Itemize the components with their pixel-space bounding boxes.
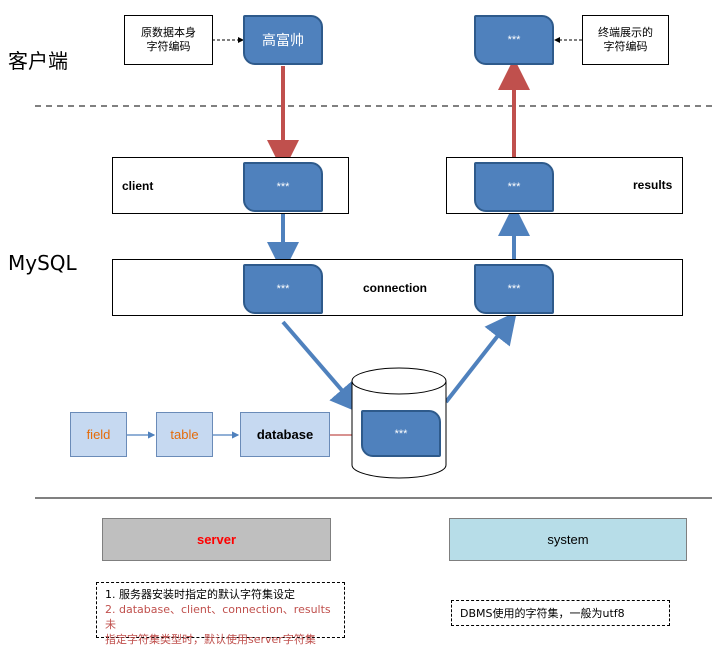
results-label: results (633, 178, 673, 192)
system-footnote-text: DBMS使用的字符集，一般为utf8 (460, 606, 625, 620)
connection-panel: connection (112, 259, 683, 316)
display-encoding-note: 终端展示的 字符编码 (582, 15, 669, 65)
display-encoding-note-line1: 终端展示的 (598, 26, 653, 39)
table-box: table (156, 412, 213, 457)
client-charset-box: *** (243, 162, 323, 212)
connection-inbound-box: *** (243, 264, 323, 314)
input-data-box: 高富帅 (243, 15, 323, 65)
server-footnote: 1. 服务器安装时指定的默认字符集设定 2. database、client、c… (96, 582, 345, 646)
connection-label: connection (363, 281, 428, 295)
source-encoding-note-line2: 字符编码 (146, 40, 191, 53)
mysql-label: MySQL (8, 251, 77, 275)
server-footnote-line3: 指定字符集类型时，默认使用server字符集 (105, 633, 316, 646)
field-box: field (70, 412, 127, 457)
results-charset-box: *** (474, 162, 554, 212)
system-footnote: DBMS使用的字符集，一般为utf8 (451, 600, 670, 626)
arrow-database-to-connection (444, 311, 517, 404)
source-encoding-note: 原数据本身 字符编码 (124, 15, 213, 65)
server-footnote-line1: 1. 服务器安装时指定的默认字符集设定 (105, 588, 295, 601)
server-legend: server (102, 518, 331, 561)
output-data-box: *** (474, 15, 554, 65)
display-encoding-note-line2: 字符编码 (603, 40, 648, 53)
system-legend: system (449, 518, 687, 561)
database-charset-box: *** (361, 410, 441, 457)
client-label: client (122, 179, 154, 193)
database-box: database (240, 412, 330, 457)
connection-outbound-box: *** (474, 264, 554, 314)
server-footnote-line2: 2. database、client、connection、results未 (105, 603, 331, 631)
arrow-connection-to-database (281, 320, 363, 415)
client-side-label: 客户端 (8, 49, 68, 73)
source-encoding-note-line1: 原数据本身 (141, 26, 196, 39)
